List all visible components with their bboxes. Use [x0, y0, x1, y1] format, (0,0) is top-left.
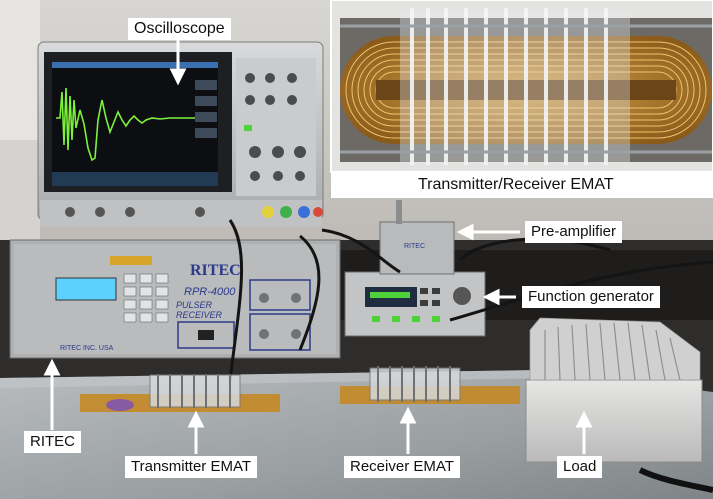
oscilloscope-label: Oscilloscope — [128, 18, 231, 40]
function-generator-label: Function generator — [522, 286, 660, 308]
receiver-emat-label: Receiver EMAT — [344, 456, 460, 478]
ritec-footer: RITEC INC. USA — [60, 345, 114, 352]
load-label: Load — [557, 456, 603, 478]
pulser-model: RPR-4000 — [184, 286, 236, 298]
transmitter-emat-label: Transmitter EMAT — [125, 456, 258, 478]
ritec-label: RITEC — [24, 431, 81, 453]
ritec-logo: RITEC — [190, 262, 241, 279]
pulser-name: PULSER RECEIVER — [176, 300, 223, 320]
pre-amplifier-label: Pre-amplifier — [525, 221, 623, 243]
transmitter-receiver-emat-label: Transmitter/Receiver EMAT — [418, 176, 614, 193]
svg-text:RITEC: RITEC — [404, 243, 425, 250]
